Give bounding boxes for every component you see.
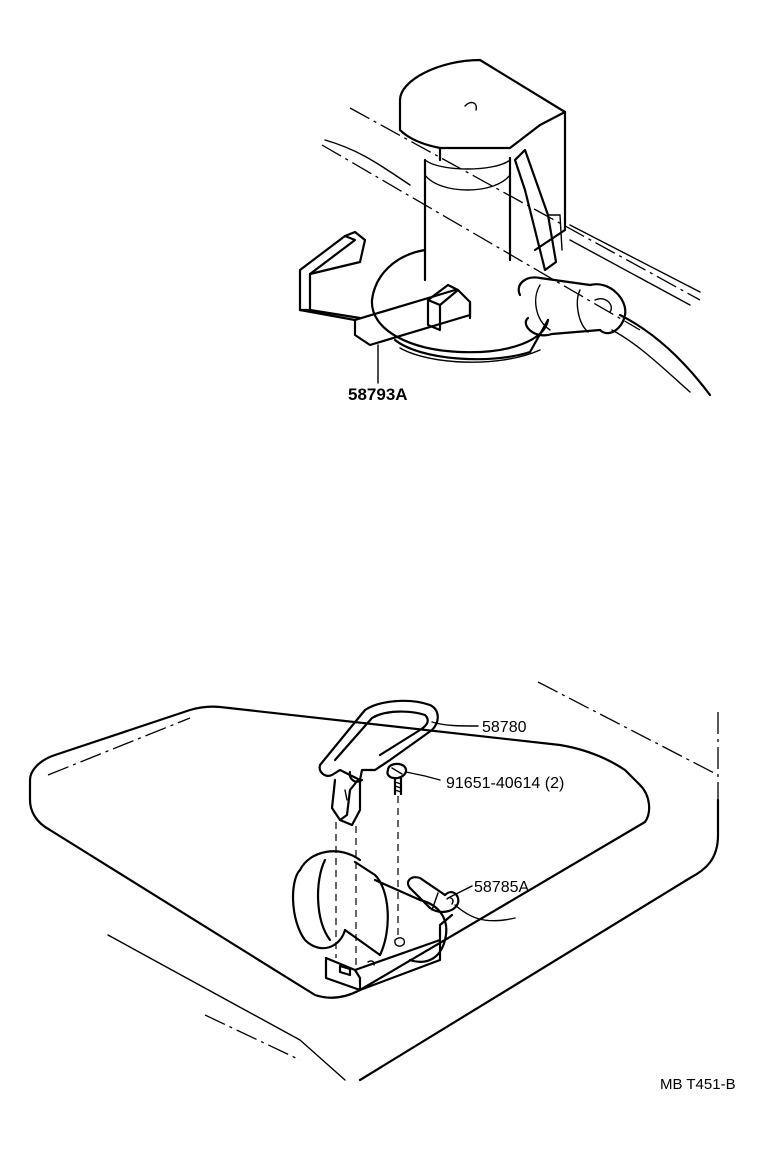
label-91651-40614: 91651-40614 (2) (446, 775, 564, 792)
label-58793A: 58793A (348, 385, 408, 404)
reference-code: MB T451-B (660, 1076, 736, 1093)
label-58785A: 58785A (474, 879, 529, 896)
upper-assembly-view (298, 58, 712, 397)
label-58780: 58780 (482, 719, 527, 736)
lower-assembly-view (28, 681, 720, 1082)
